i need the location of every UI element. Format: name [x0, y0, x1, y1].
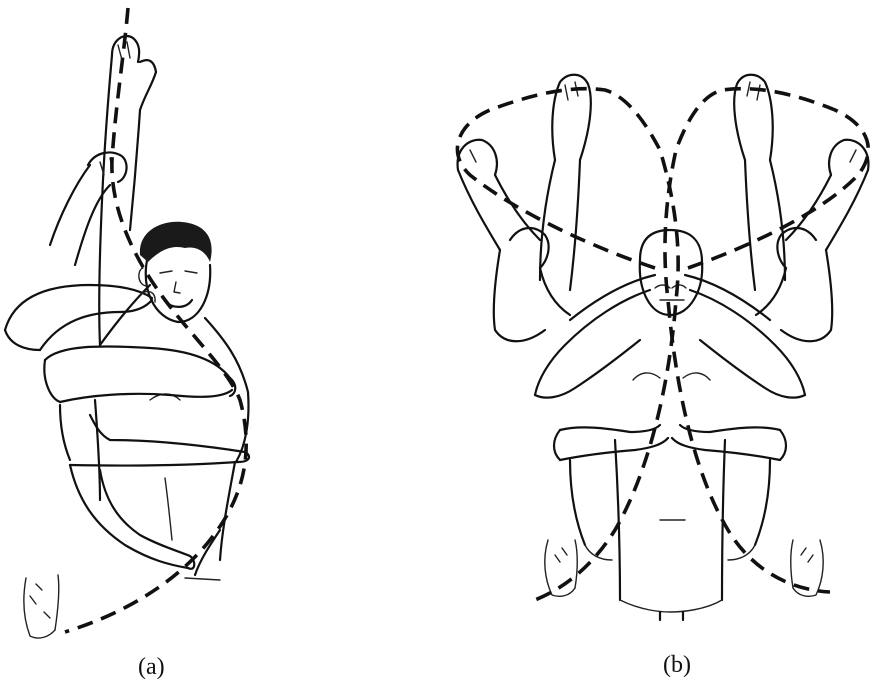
panel-b-right-arm-salute — [685, 275, 805, 398]
panel-a-arm-across-face — [5, 285, 155, 350]
panel-a-head — [139, 222, 212, 322]
panel-a-arm-chest — [44, 346, 235, 402]
panel-a-label: (a) — [138, 654, 165, 681]
panel-a-arm-overhead — [50, 152, 127, 265]
panel-b-torso — [615, 373, 725, 620]
panel-b-illustration — [457, 75, 868, 620]
panel-b-left-arm-side — [458, 140, 540, 250]
panel-b-label: (b) — [663, 652, 691, 679]
panel-b-head — [640, 230, 702, 315]
panel-b-right-arm-bent — [756, 228, 832, 341]
panel-b-trajectory-left — [457, 89, 678, 600]
panel-b-right-body-edge — [728, 460, 770, 560]
panel-a-trajectory — [65, 8, 246, 632]
panel-a-arm-raised — [99, 36, 156, 345]
panel-a-torso — [95, 285, 249, 580]
panel-b-right-arm-side — [786, 140, 868, 250]
panel-b-trajectory-right — [665, 89, 868, 592]
panel-a-illustration — [5, 8, 249, 638]
panel-b-left-arm-salute — [535, 275, 655, 398]
panel-a-arm-belly — [70, 465, 194, 569]
panel-b-left-arm-bent — [494, 228, 570, 341]
panel-b-right-arm-raised — [734, 75, 785, 290]
panel-a-arm-waist — [60, 405, 249, 466]
panel-a-hand-lowered — [24, 575, 59, 638]
